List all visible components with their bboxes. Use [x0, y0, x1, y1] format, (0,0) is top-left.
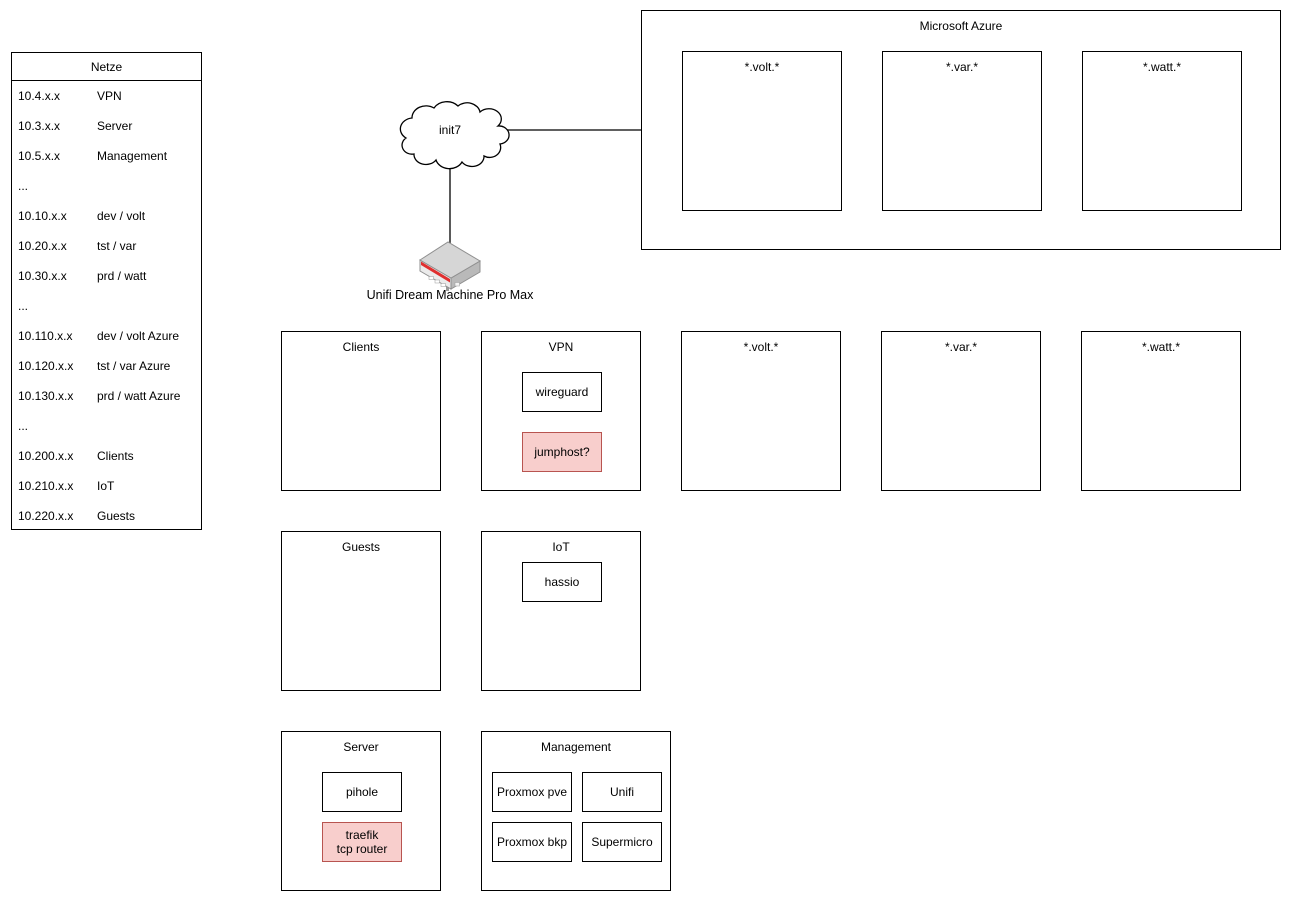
netze-network-name: Management [97, 149, 168, 163]
lan-zone-watt-box: *.watt.* [1081, 331, 1241, 491]
jumphost-node: jumphost? [522, 432, 602, 472]
azure-zone-volt-box: *.volt.* [682, 51, 842, 211]
netze-row: 10.220.x.x Guests [12, 501, 201, 531]
netze-range: 10.110.x.x [18, 329, 73, 343]
azure-zone-watt-box: *.watt.* [1082, 51, 1242, 211]
netze-network-name: tst / var [97, 239, 137, 253]
lan-zone-var-box: *.var.* [881, 331, 1041, 491]
netze-range: 10.220.x.x [18, 509, 74, 523]
azure-zone-var-label: *.var.* [945, 60, 978, 74]
netze-range: 10.120.x.x [18, 359, 74, 373]
netze-range: 10.5.x.x [18, 149, 61, 163]
iot-network-box: IoT hassio [481, 531, 641, 691]
netze-row: 10.110.x.x dev / volt Azure [12, 321, 201, 351]
azure-zone-watt-label: *.watt.* [1142, 60, 1181, 74]
netze-table: Netze 10.4.x.x VPN 10.3.x.x Server 10.5.… [11, 52, 202, 530]
netze-network-name: Server [97, 119, 133, 133]
hassio-node: hassio [522, 562, 602, 602]
proxmox-bkp-node: Proxmox bkp [492, 822, 572, 862]
netze-network-name: dev / volt [97, 209, 146, 223]
netze-row: 10.3.x.x Server [12, 111, 201, 141]
netze-range: 10.10.x.x [18, 209, 67, 223]
netze-range: ... [18, 179, 29, 193]
lan-zone-watt-label: *.watt.* [1141, 340, 1180, 354]
azure-zone-var-box: *.var.* [882, 51, 1042, 211]
management-network-box: Management Proxmox pve Unifi Proxmox bkp… [481, 731, 671, 891]
server-network-box: Server pihole traefik tcp router [281, 731, 441, 891]
vpn-network-box: VPN wireguard jumphost? [481, 331, 641, 491]
wireguard-node: wireguard [522, 372, 602, 412]
lan-zone-var-label: *.var.* [944, 340, 977, 354]
netze-row: 10.4.x.x VPN [12, 81, 201, 111]
netze-range: 10.3.x.x [18, 119, 61, 133]
azure-zone-volt-label: *.volt.* [744, 60, 780, 74]
netze-range: 10.130.x.x [18, 389, 74, 403]
guests-title: Guests [341, 540, 380, 554]
netze-network-name: prd / watt [97, 269, 147, 283]
netze-network-name: tst / var Azure [97, 359, 171, 373]
netze-row: 10.200.x.x Clients [12, 441, 201, 471]
netze-row: 10.120.x.x tst / var Azure [12, 351, 201, 381]
traefik-node: traefik tcp router [322, 822, 402, 862]
netze-network-name: VPN [97, 89, 122, 103]
netze-row: 10.130.x.x prd / watt Azure [12, 381, 201, 411]
netze-row: 10.30.x.x prd / watt [12, 261, 201, 291]
netze-range: 10.20.x.x [18, 239, 67, 253]
netze-row: 10.10.x.x dev / volt [12, 201, 201, 231]
lan-zone-volt-label: *.volt.* [743, 340, 779, 354]
netze-range: ... [18, 419, 29, 433]
netze-network-name: Guests [97, 509, 136, 523]
netze-row: 10.210.x.x IoT [12, 471, 201, 501]
internet-cloud-label: init7 [438, 123, 461, 137]
iot-title: IoT [552, 540, 570, 554]
internet-cloud-icon [399, 101, 510, 170]
netze-table-title: Netze [12, 53, 201, 81]
netze-network-name: prd / watt Azure [97, 389, 181, 403]
netze-network-name: dev / volt Azure [97, 329, 180, 343]
management-title: Management [540, 740, 612, 754]
netze-range: ... [18, 299, 29, 313]
azure-container-box: Microsoft Azure *.volt.* *.var.* *.watt.… [641, 10, 1281, 250]
unifi-node: Unifi [582, 772, 662, 812]
netze-row: ... [12, 291, 201, 321]
proxmox-pve-node: Proxmox pve [492, 772, 572, 812]
lan-zone-volt-box: *.volt.* [681, 331, 841, 491]
pihole-node: pihole [322, 772, 402, 812]
guests-network-box: Guests [281, 531, 441, 691]
netze-range: 10.200.x.x [18, 449, 74, 463]
clients-title: Clients [342, 340, 380, 354]
netze-range: 10.4.x.x [18, 89, 61, 103]
server-title: Server [343, 740, 379, 754]
vpn-title: VPN [548, 340, 574, 354]
netze-row: ... [12, 171, 201, 201]
netze-network-name: IoT [97, 479, 115, 493]
azure-title: Microsoft Azure [919, 19, 1003, 33]
netze-row: ... [12, 411, 201, 441]
clients-network-box: Clients [281, 331, 441, 491]
supermicro-node: Supermicro [582, 822, 662, 862]
netze-row: 10.5.x.x Management [12, 141, 201, 171]
netze-range: 10.210.x.x [18, 479, 74, 493]
netze-range: 10.30.x.x [18, 269, 67, 283]
netze-network-name: Clients [97, 449, 134, 463]
udm-router-icon [419, 241, 481, 291]
router-label: Unifi Dream Machine Pro Max [366, 288, 534, 302]
netze-row: 10.20.x.x tst / var [12, 231, 201, 261]
